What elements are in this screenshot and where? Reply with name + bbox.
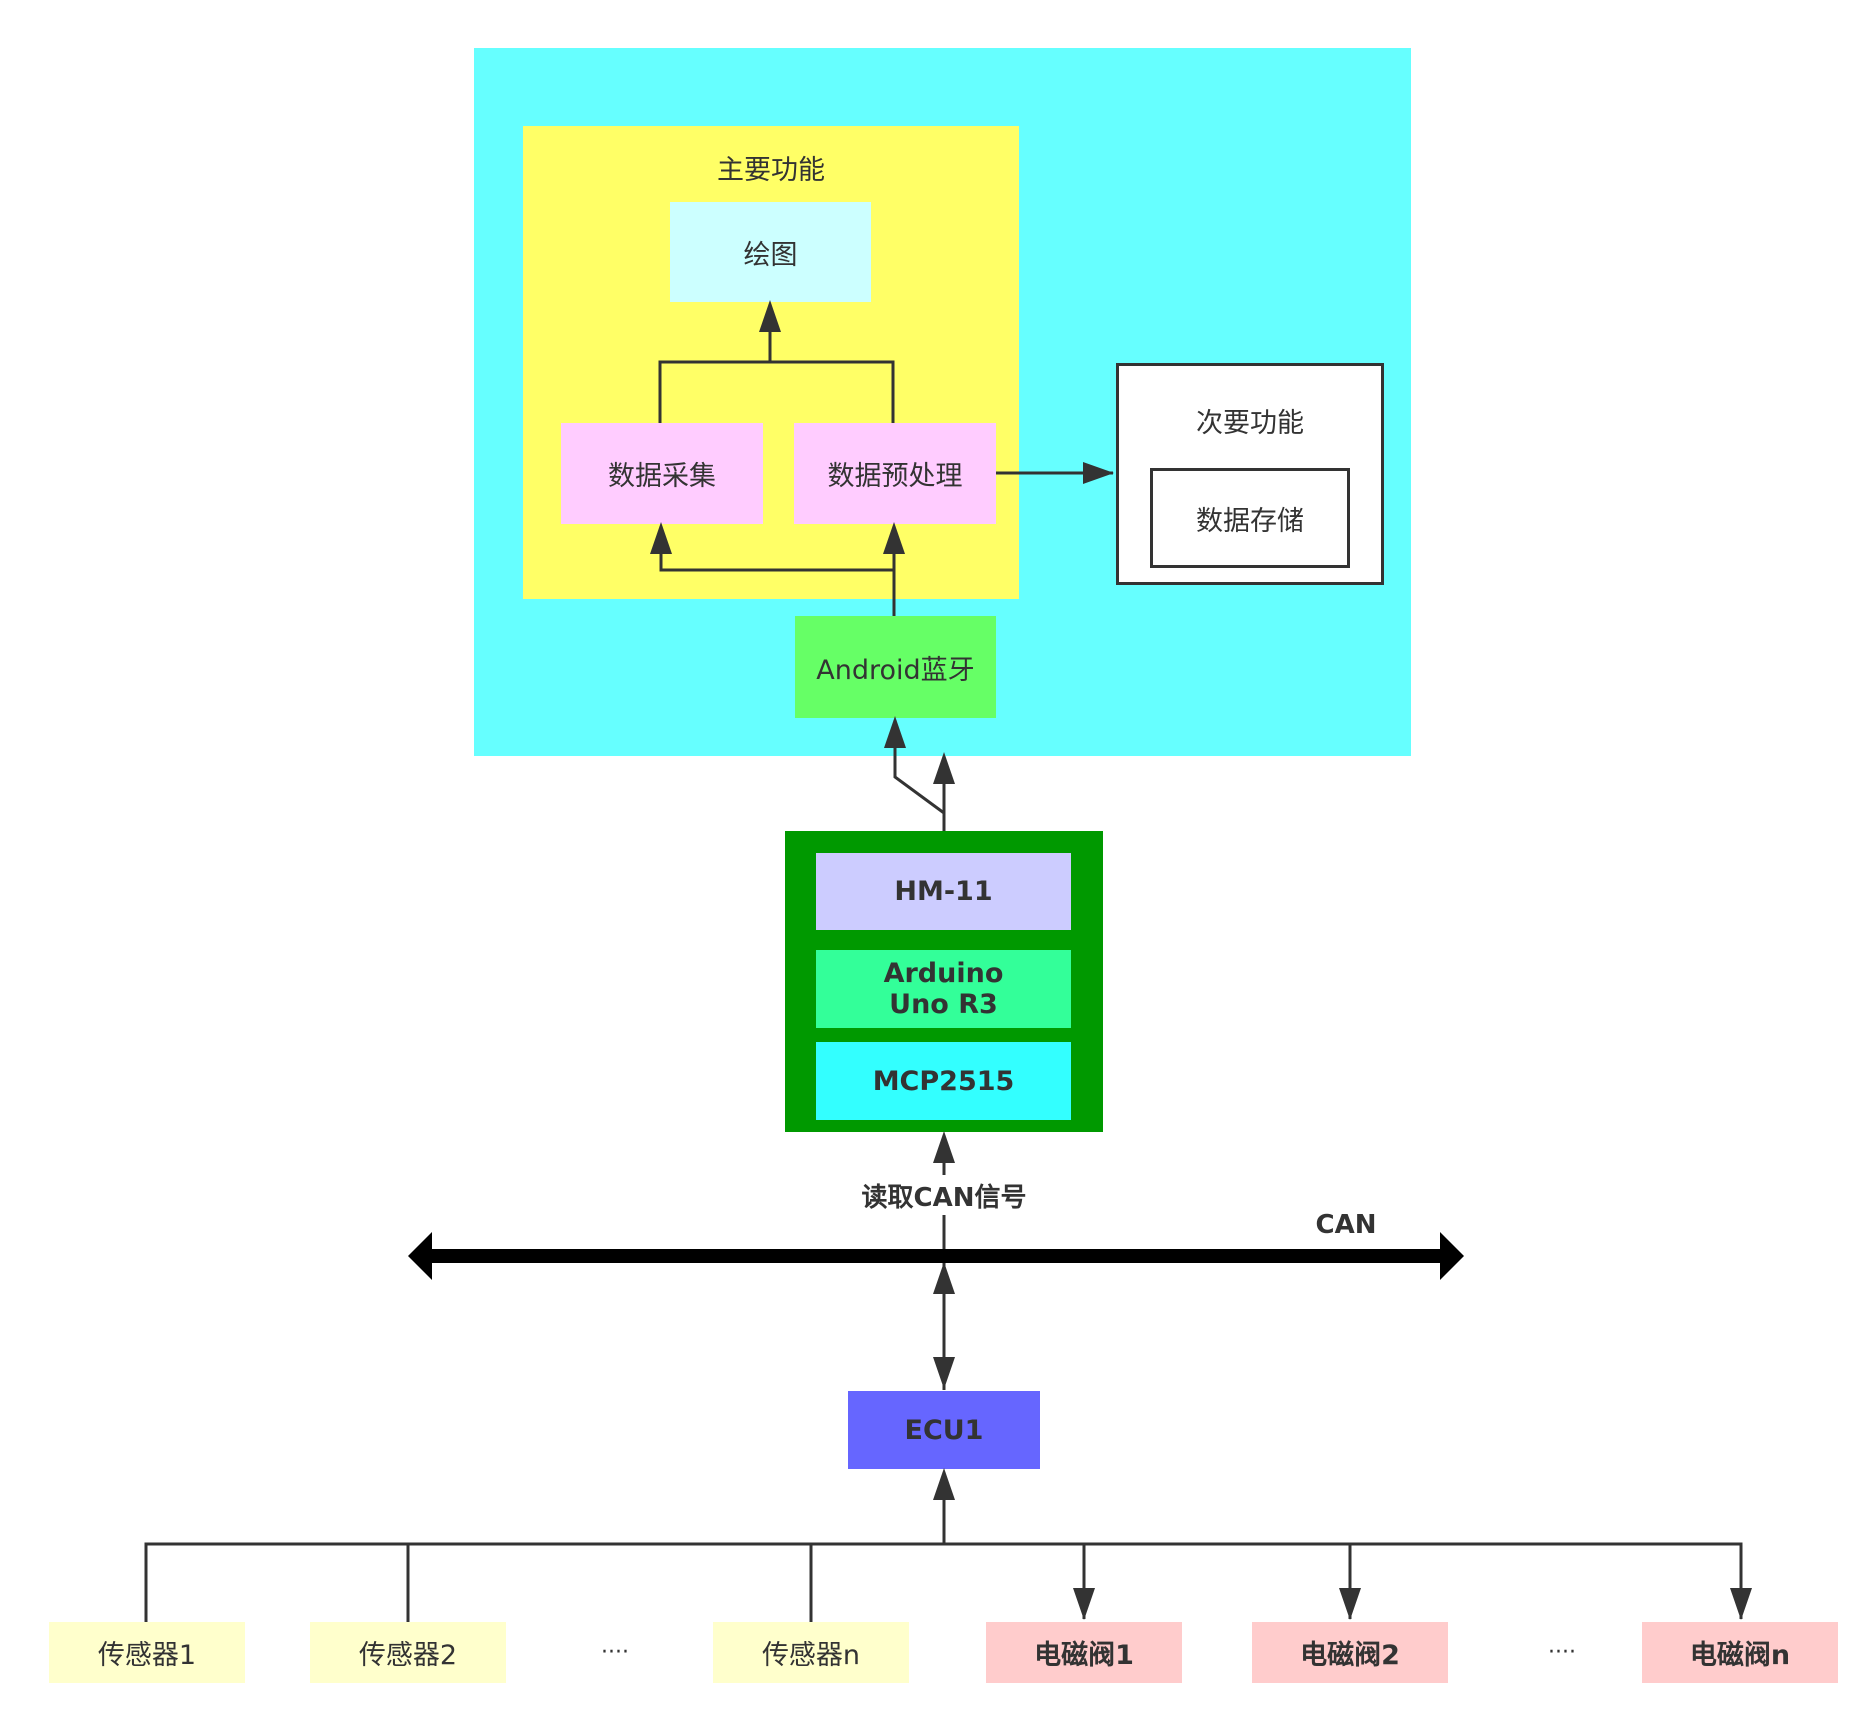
- arrowhead: [933, 1131, 955, 1163]
- sensor-node: 传感器2: [310, 1622, 506, 1683]
- arduino-node: Arduino Uno R3: [816, 950, 1071, 1028]
- arrowhead: [1083, 462, 1114, 484]
- arrowhead: [884, 716, 906, 748]
- bluetooth-to-acquisition-arrow: [659, 526, 894, 572]
- preprocessing-to-plot-arrow: [768, 304, 895, 423]
- device-tree-trunk: [144, 1542, 1743, 1622]
- sensor-node: 传感器1: [49, 1622, 245, 1683]
- can-bus-label: CAN: [1315, 1210, 1377, 1240]
- data-acquisition-node: 数据采集: [561, 423, 763, 524]
- mcp2515-node: MCP2515: [816, 1042, 1071, 1120]
- valve-node: 电磁阀1: [986, 1622, 1182, 1683]
- can-bus: [408, 1232, 1464, 1280]
- sensor-ellipsis: ····: [601, 1640, 629, 1665]
- valve-node: 电磁阀2: [1252, 1622, 1448, 1683]
- android-bluetooth-node: Android蓝牙: [795, 616, 996, 718]
- arrowhead: [1730, 1588, 1752, 1620]
- arrowhead: [1339, 1588, 1361, 1620]
- arrowhead: [933, 1357, 955, 1389]
- sensor-node: 传感器n: [713, 1622, 909, 1683]
- hm11-to-bluetooth-arrow-secondary: [893, 720, 945, 815]
- arrowhead: [933, 752, 955, 784]
- arrowhead: [933, 1262, 955, 1294]
- arrowhead: [650, 522, 672, 554]
- valve-node: 电磁阀n: [1642, 1622, 1838, 1683]
- ecu-node: ECU1: [848, 1391, 1040, 1469]
- acquisition-to-plot-arrow: [658, 360, 770, 423]
- read-can-signal-label: 读取CAN信号: [840, 1175, 1048, 1215]
- plot-node: 绘图: [670, 202, 871, 302]
- arrowhead: [933, 1468, 955, 1500]
- data-storage-node: 数据存储: [1150, 468, 1350, 568]
- hm11-node: HM-11: [816, 853, 1071, 930]
- data-preprocessing-node: 数据预处理: [794, 423, 996, 524]
- arrowhead: [1073, 1588, 1095, 1620]
- valve-ellipsis: ····: [1548, 1640, 1576, 1665]
- arrowhead: [759, 300, 781, 332]
- secondary-function-title: 次要功能: [1196, 407, 1304, 439]
- main-function-title: 主要功能: [717, 154, 825, 186]
- arrowhead: [883, 522, 905, 554]
